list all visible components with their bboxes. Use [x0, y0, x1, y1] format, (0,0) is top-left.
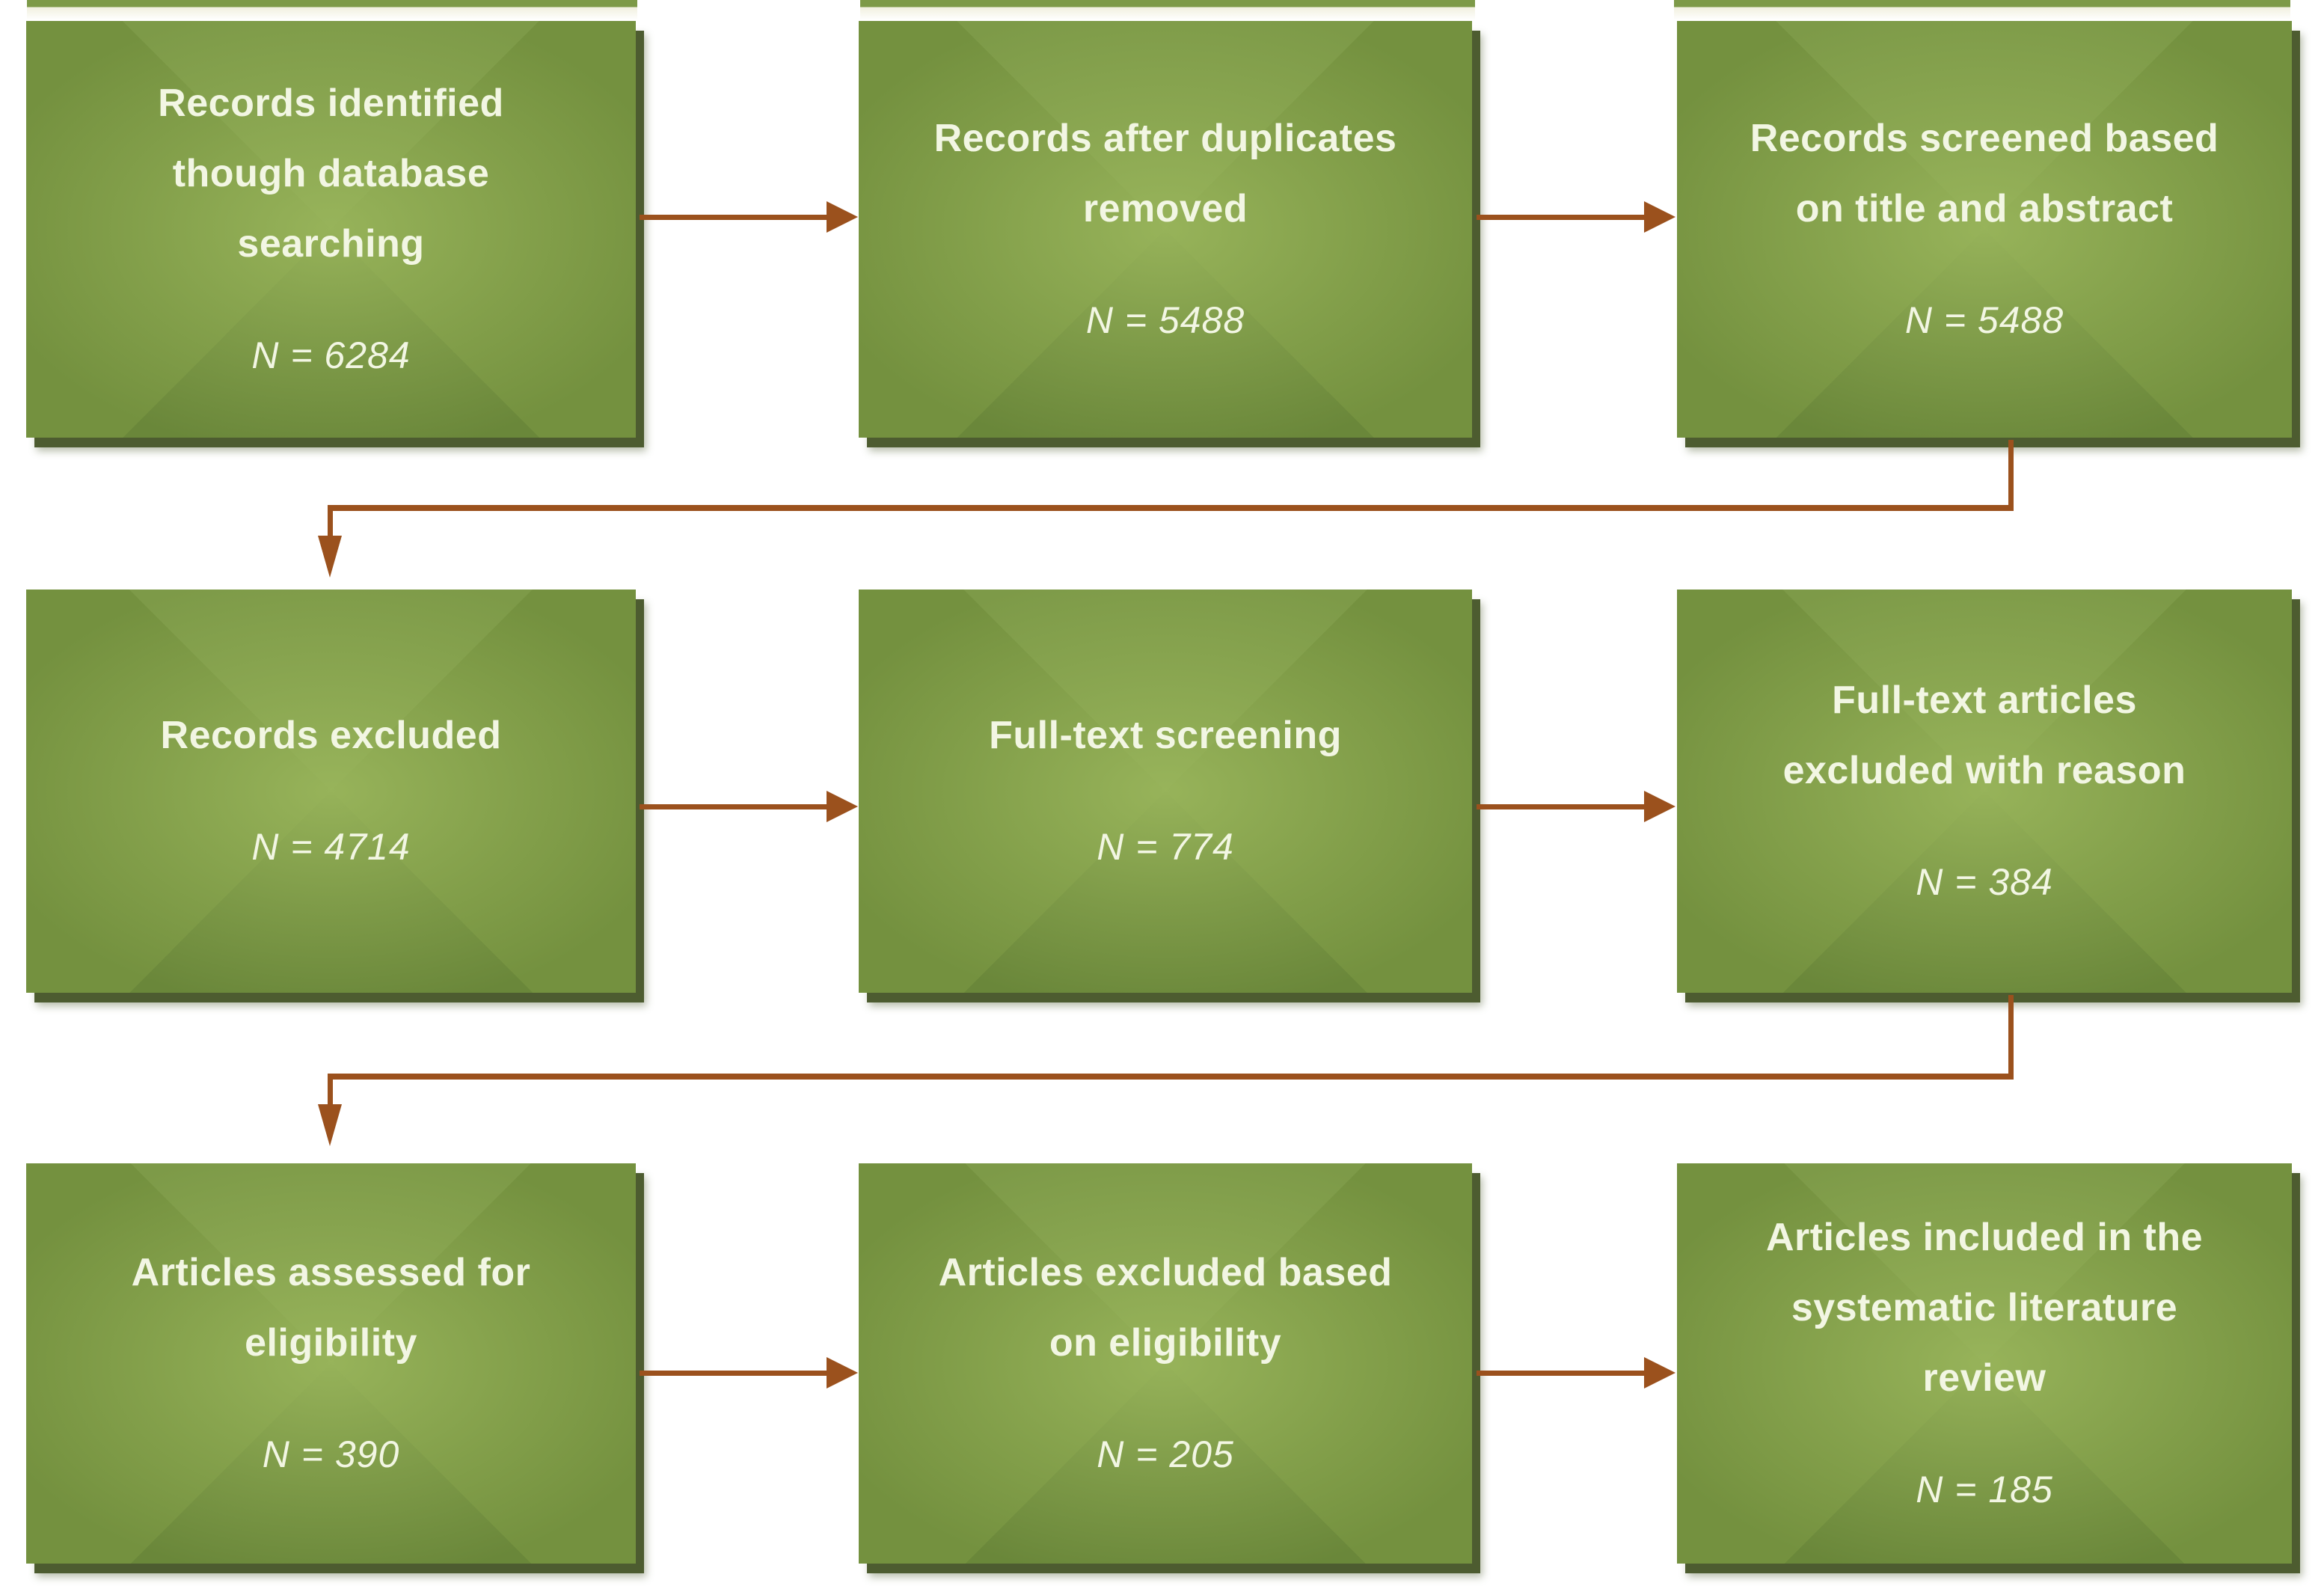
box-title: Articles assessed for eligibility: [131, 1251, 531, 1365]
box-count: N = 185: [1916, 1469, 2053, 1510]
box-count: N = 774: [1097, 826, 1234, 868]
top-edge-artifact: [860, 0, 1475, 21]
box-title: Full-text articles excluded with reason: [1782, 679, 2186, 792]
box-title: Full-text screening: [989, 714, 1342, 757]
flow-box-articles-included: Articles included in the systematic lite…: [1677, 1163, 2292, 1564]
arrow-line: [328, 1074, 333, 1105]
box-count: N = 205: [1097, 1433, 1234, 1475]
arrowhead-right-icon: [827, 1357, 858, 1389]
box-count: N = 4714: [251, 826, 411, 868]
box-title: Articles excluded based on eligibility: [938, 1251, 1393, 1365]
arrowhead-right-icon: [827, 201, 858, 233]
box-title: Records excluded: [160, 714, 502, 757]
box-title: Records screened based on title and abst…: [1750, 117, 2219, 230]
box-count: N = 390: [262, 1433, 400, 1475]
box-count: N = 5488: [1904, 299, 2064, 341]
arrowhead-down-icon: [318, 1104, 342, 1146]
arrowhead-right-icon: [1644, 791, 1675, 822]
arrow-line: [328, 505, 2014, 511]
arrowhead-right-icon: [1644, 1357, 1675, 1389]
arrow-line: [2008, 995, 2014, 1079]
box-title: Records identified though database searc…: [158, 82, 504, 266]
flow-box-records-identified: Records identified though database searc…: [26, 21, 636, 438]
flow-box-duplicates-removed: Records after duplicates removed N = 548…: [859, 21, 1472, 438]
flow-box-records-screened: Records screened based on title and abst…: [1677, 21, 2292, 438]
box-title: Records after duplicates removed: [933, 117, 1397, 230]
flow-box-fulltext-screening: Full-text screening N = 774: [859, 590, 1472, 993]
arrow-line: [1477, 804, 1647, 809]
arrow-line: [640, 215, 830, 220]
arrow-line: [1477, 1371, 1647, 1376]
box-title: Articles included in the systematic lite…: [1765, 1216, 2204, 1400]
arrow-line: [328, 1074, 2014, 1080]
box-count: N = 5488: [1085, 299, 1245, 341]
arrow-line: [1477, 215, 1647, 220]
box-count: N = 6284: [251, 334, 411, 376]
arrow-line: [640, 1371, 830, 1376]
arrowhead-right-icon: [827, 791, 858, 822]
box-count: N = 384: [1916, 861, 2053, 903]
flow-box-articles-assessed: Articles assessed for eligibility N = 39…: [26, 1163, 636, 1564]
arrowhead-right-icon: [1644, 201, 1675, 233]
arrow-line: [2008, 440, 2014, 510]
top-edge-artifact: [27, 0, 637, 21]
top-edge-artifact: [1674, 0, 2290, 21]
arrow-line: [640, 804, 830, 809]
arrow-line: [328, 505, 333, 539]
arrowhead-down-icon: [318, 536, 342, 578]
flow-box-articles-excluded: Articles excluded based on eligibility N…: [859, 1163, 1472, 1564]
flow-box-fulltext-excluded: Full-text articles excluded with reason …: [1677, 590, 2292, 993]
flow-box-records-excluded: Records excluded N = 4714: [26, 590, 636, 993]
